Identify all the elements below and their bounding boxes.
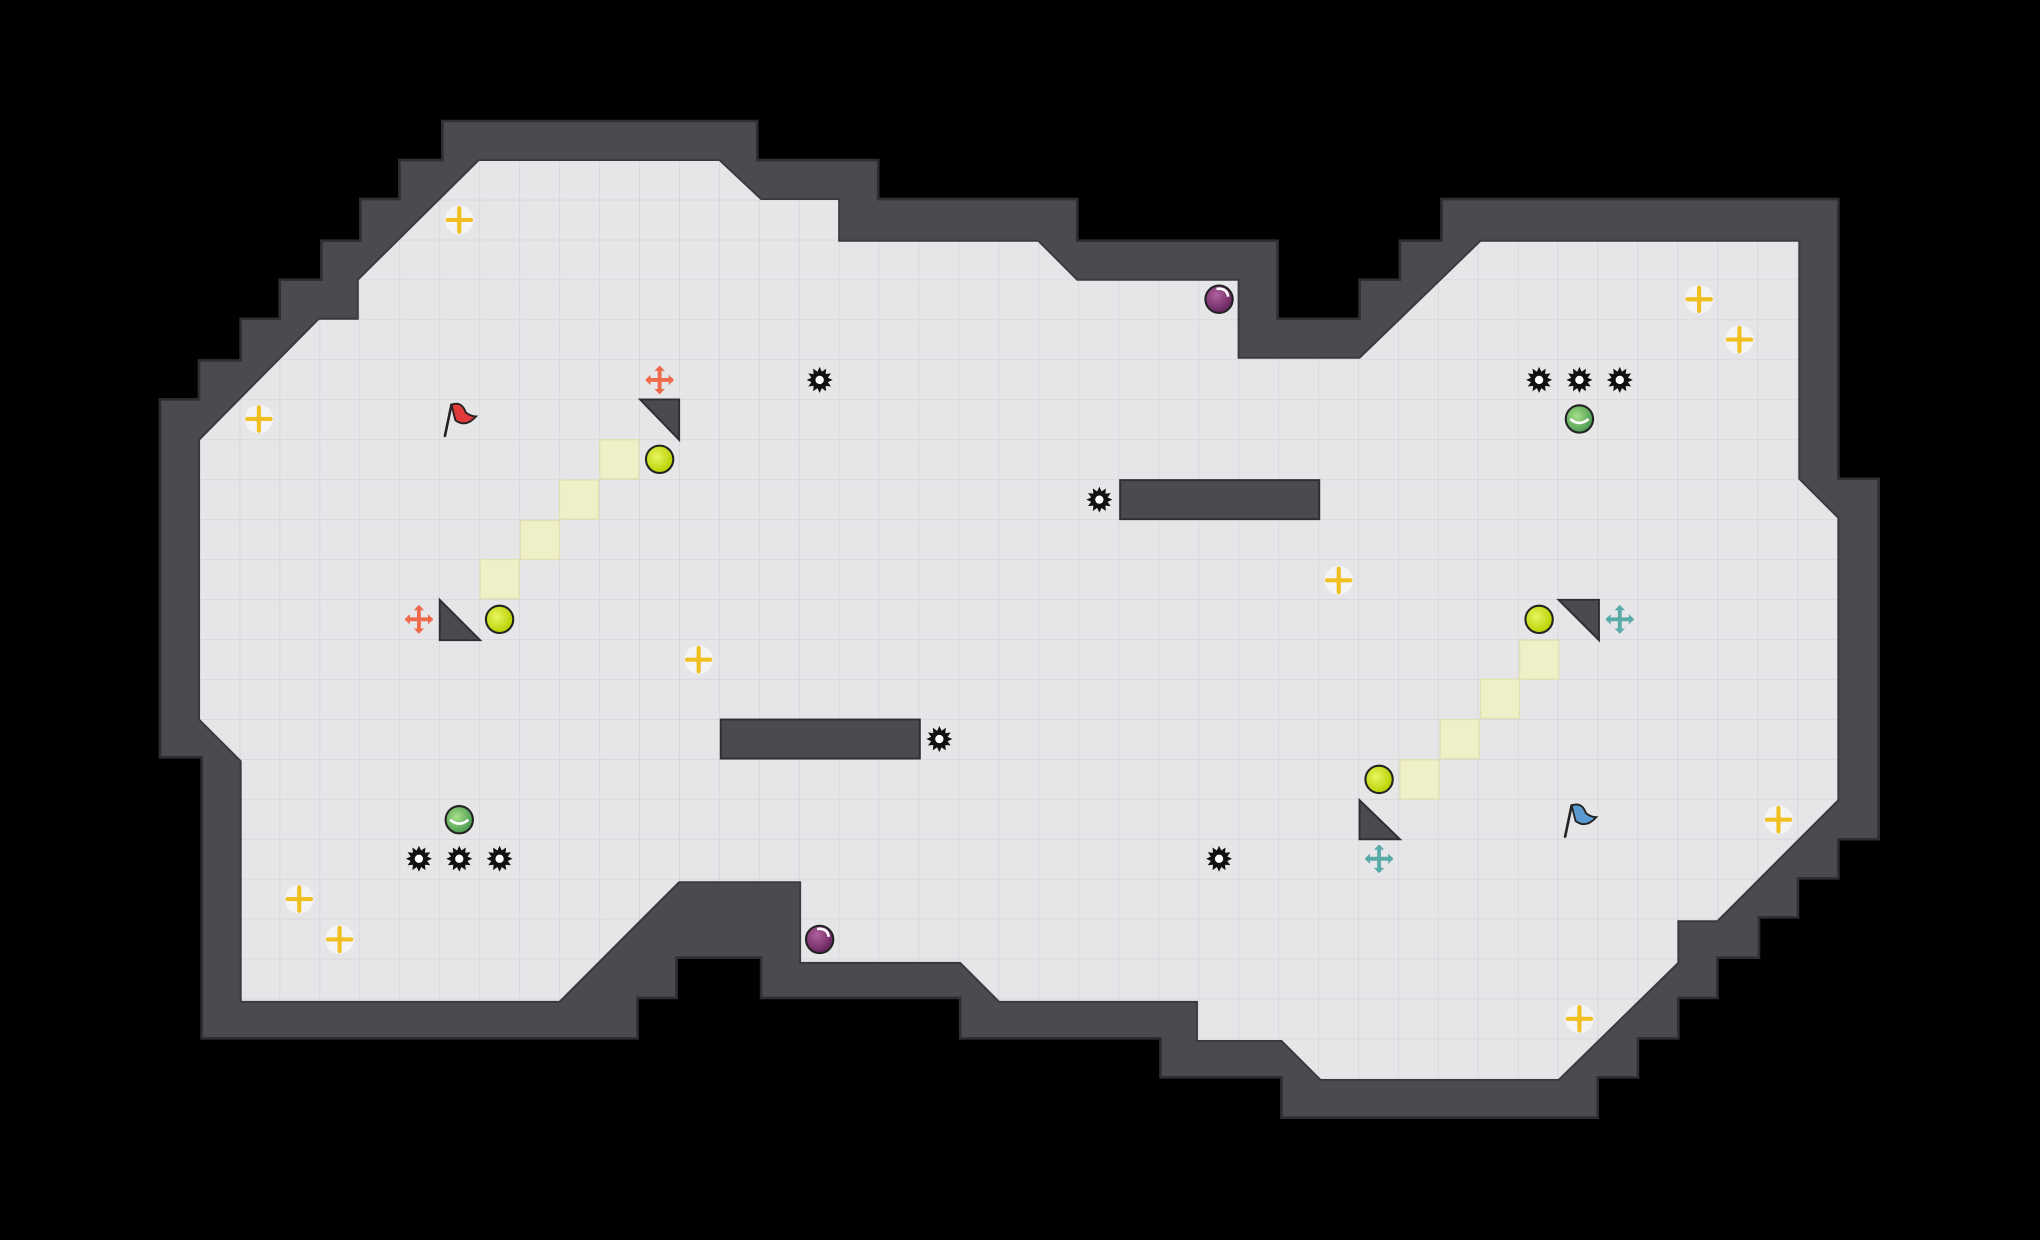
green-orb-icon [444,805,474,835]
yellow-orb-icon [484,604,515,635]
spike-mine-icon [1206,845,1233,872]
bonus-cross-icon [1324,566,1354,595]
highlight-path-left [479,439,640,600]
purple-orb-icon [804,924,835,955]
move-cross-red-icon [404,605,434,634]
ramp-4 [1358,797,1403,841]
spike-mine-icon [1526,366,1553,393]
bonus-cross-icon [325,925,354,954]
purple-orb-icon [1204,284,1234,314]
spike-mine-icon [1086,486,1113,513]
spike-mine-icon [486,845,513,872]
bonus-cross-icon [1764,805,1793,835]
ramp-3 [1556,598,1600,643]
spike-mine-icon [446,845,473,872]
spike-mine-icon [806,366,833,393]
green-orb-icon [1564,404,1595,434]
bonus-cross-icon [1565,1004,1594,1034]
yellow-orb-icon [1524,604,1554,635]
spike-mine-icon [1566,366,1593,393]
red-flag-icon [443,402,479,438]
spike-mine-icon [1606,366,1633,393]
move-cross-red-icon [645,365,674,395]
spike-mine-icon [926,726,953,753]
bonus-cross-icon [444,205,474,235]
spike-mine-icon [405,845,432,872]
blue-flag-icon [1563,803,1599,838]
ramp-2 [438,597,483,642]
floor [198,159,1840,1081]
inner-wall-lower [719,718,921,760]
yellow-orb-icon [1364,764,1394,795]
move-cross-teal-icon [1364,844,1394,874]
bonus-cross-icon [244,404,274,434]
bonus-cross-icon [1725,325,1754,354]
yellow-orb-icon [644,444,675,475]
inner-wall-upper [1119,479,1321,521]
bonus-cross-icon [1684,284,1714,314]
ramp-1 [637,398,681,443]
bonus-cross-icon [684,645,713,674]
move-cross-teal-icon [1605,605,1635,634]
bonus-cross-icon [284,884,314,914]
highlight-path-right [1399,639,1560,800]
